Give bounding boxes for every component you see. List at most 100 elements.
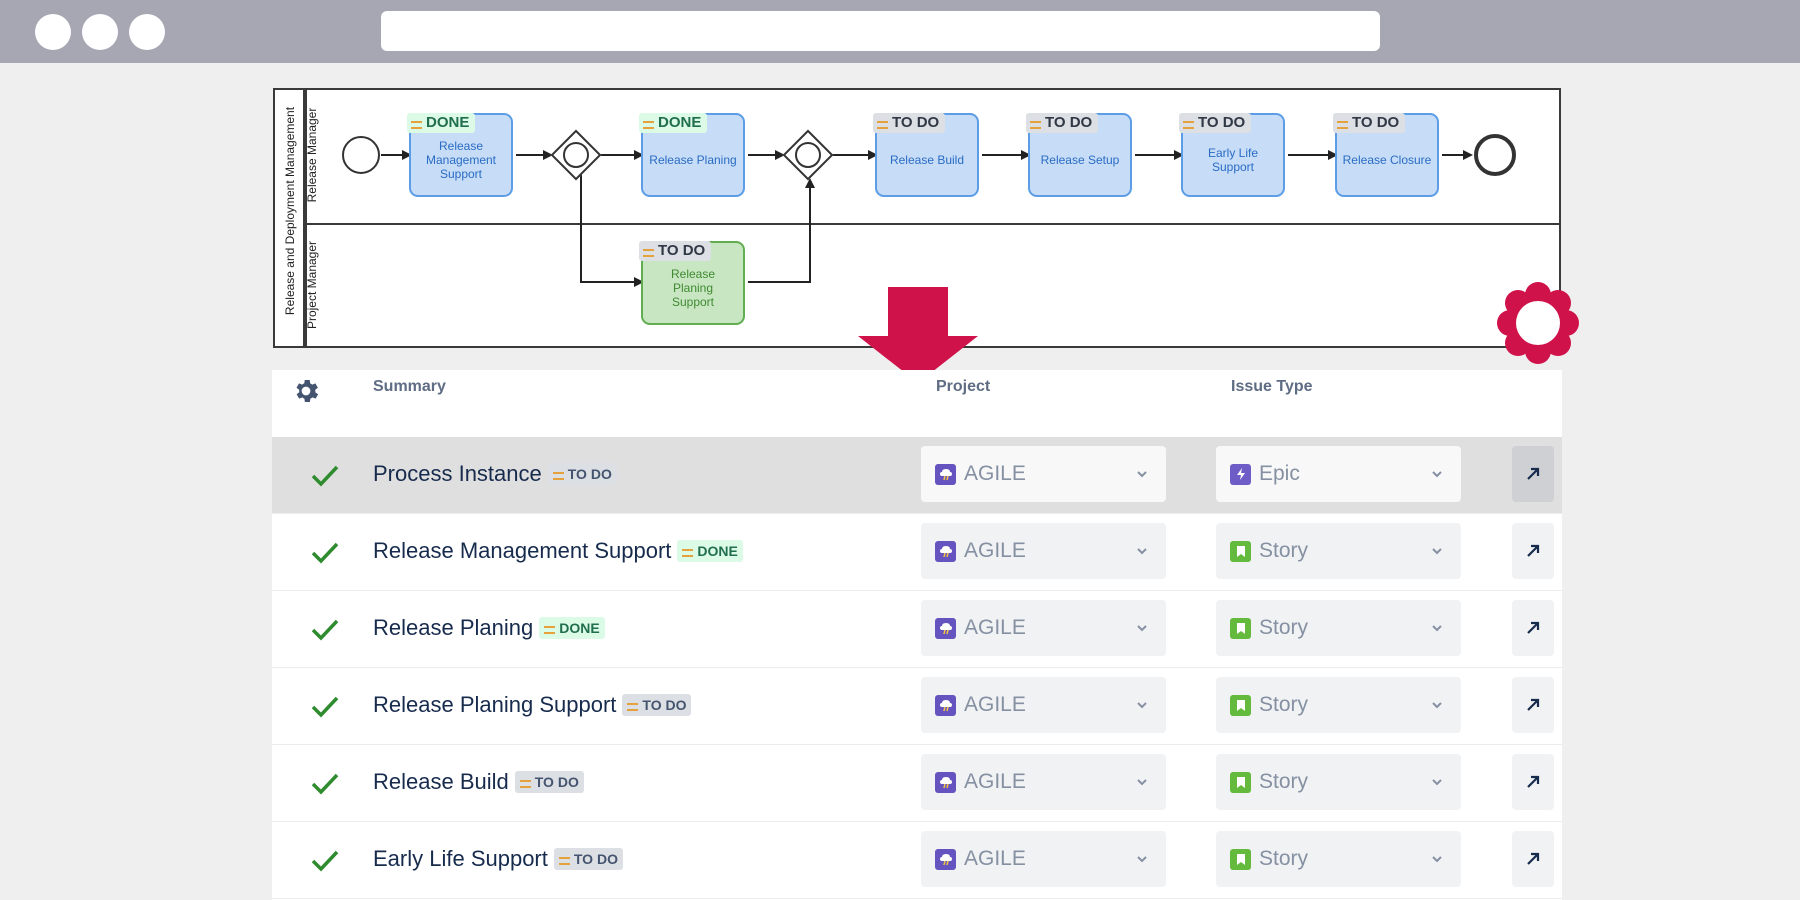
status-badge: TO DO (1026, 113, 1099, 133)
flower-icon (1497, 282, 1579, 364)
chevron-down-icon (1432, 702, 1442, 709)
story-icon (1230, 617, 1251, 639)
table-row[interactable]: Early Life Support TO DO AGILE Story (272, 822, 1562, 899)
header-issue-type[interactable]: Issue Type (1231, 378, 1313, 395)
open-issue-button[interactable] (1512, 831, 1554, 887)
agile-project-icon (935, 617, 956, 639)
agile-project-icon (935, 694, 956, 716)
status-lozenge: TO DO (547, 463, 617, 485)
status-lozenge: TO DO (553, 848, 623, 870)
table-row[interactable]: Process Instance TO DO AGILE Epic (272, 437, 1562, 514)
project-select[interactable]: AGILE (921, 677, 1166, 733)
chevron-down-icon (1432, 471, 1442, 478)
check-icon (311, 773, 339, 795)
story-icon (1230, 771, 1251, 793)
row-summary: Early Life Support TO DO (373, 846, 623, 872)
row-summary: Release Planing Support TO DO (373, 692, 692, 718)
chevron-down-icon (1137, 702, 1147, 709)
window-close-dot[interactable] (35, 14, 71, 50)
status-badge: TO DO (1333, 113, 1406, 133)
header-project[interactable]: Project (936, 378, 991, 395)
issue-type-select[interactable]: Story (1216, 677, 1461, 733)
status-lozenge: TO DO (622, 694, 692, 716)
flow-planing-support-to-gateway2 (748, 178, 815, 283)
chevron-down-icon (1137, 625, 1147, 632)
agile-project-icon (935, 540, 956, 562)
task-release-planing-support[interactable]: TO DO Release Planing Support (639, 241, 745, 325)
end-event (1474, 134, 1516, 176)
project-select[interactable]: AGILE (921, 831, 1166, 887)
issues-table: Summary Project Issue Type Process Insta… (272, 370, 1562, 900)
sequence-flows (381, 150, 1473, 287)
check-icon (311, 696, 339, 718)
task-early-life-support[interactable]: TO DO Early Life Support (1179, 113, 1285, 197)
task-release-closure[interactable]: TO DO Release Closure (1333, 113, 1439, 197)
check-icon (311, 850, 339, 872)
open-external-icon (1527, 467, 1540, 480)
check-icon (311, 465, 339, 487)
status-badge: TO DO (873, 113, 946, 133)
task-release-planing[interactable]: DONE Release Planing (639, 113, 745, 197)
story-icon (1230, 694, 1251, 716)
open-issue-button[interactable] (1512, 754, 1554, 810)
open-external-icon (1527, 775, 1540, 788)
status-lozenge: DONE (677, 540, 743, 562)
status-lozenge: TO DO (514, 771, 584, 793)
flow-gateway1-to-planing-support (580, 174, 644, 287)
issue-type-select[interactable]: Story (1216, 831, 1461, 887)
open-external-icon (1527, 698, 1540, 711)
open-external-icon (1527, 621, 1540, 634)
project-select[interactable]: AGILE (921, 446, 1166, 502)
story-icon (1230, 540, 1251, 562)
start-event (342, 136, 380, 174)
project-select[interactable]: AGILE (921, 754, 1166, 810)
open-issue-button[interactable] (1512, 677, 1554, 733)
status-badge: TO DO (1179, 113, 1252, 133)
open-issue-button[interactable] (1512, 600, 1554, 656)
table-row[interactable]: Release Planing Support TO DO AGILE Stor… (272, 668, 1562, 745)
check-icon (311, 542, 339, 564)
open-external-icon (1527, 544, 1540, 557)
row-summary: Release Planing DONE (373, 615, 605, 641)
issue-type-select[interactable]: Story (1216, 754, 1461, 810)
gear-icon[interactable] (291, 376, 321, 406)
story-icon (1230, 848, 1251, 870)
task-release-management-support[interactable]: DONE Release Management Support (407, 113, 513, 197)
header-summary[interactable]: Summary (373, 378, 446, 395)
row-summary: Release Management Support DONE (373, 538, 743, 564)
open-external-icon (1527, 852, 1540, 865)
row-summary: Process Instance TO DO (373, 461, 617, 487)
chevron-down-icon (1137, 548, 1147, 555)
status-badge: TO DO (639, 241, 712, 261)
agile-project-icon (935, 771, 956, 793)
address-bar[interactable] (381, 11, 1380, 51)
table-row[interactable]: Release Build TO DO AGILE Story (272, 745, 1562, 822)
row-summary: Release Build TO DO (373, 769, 584, 795)
issue-type-select[interactable]: Story (1216, 600, 1461, 656)
status-badge: DONE (407, 113, 476, 133)
agile-project-icon (935, 848, 956, 870)
window-maximize-dot[interactable] (129, 14, 165, 50)
chevron-down-icon (1137, 856, 1147, 863)
pool-label-column (275, 90, 305, 346)
epic-icon (1230, 463, 1251, 485)
project-select[interactable]: AGILE (921, 523, 1166, 579)
task-release-setup[interactable]: TO DO Release Setup (1026, 113, 1132, 197)
chevron-down-icon (1432, 625, 1442, 632)
table-row[interactable]: Release Management Support DONE AGILE St… (272, 514, 1562, 591)
task-release-build[interactable]: TO DO Release Build (873, 113, 979, 197)
chevron-down-icon (1137, 779, 1147, 786)
chevron-down-icon (1137, 471, 1147, 478)
issue-type-select[interactable]: Story (1216, 523, 1461, 579)
status-lozenge: DONE (539, 617, 605, 639)
window-minimize-dot[interactable] (82, 14, 118, 50)
table-row[interactable]: Release Planing DONE AGILE Story (272, 591, 1562, 668)
chevron-down-icon (1432, 548, 1442, 555)
open-issue-button[interactable] (1512, 446, 1554, 502)
issue-type-select[interactable]: Epic (1216, 446, 1461, 502)
open-issue-button[interactable] (1512, 523, 1554, 579)
browser-bar (0, 0, 1800, 63)
status-badge: DONE (639, 113, 708, 133)
project-select[interactable]: AGILE (921, 600, 1166, 656)
chevron-down-icon (1432, 779, 1442, 786)
